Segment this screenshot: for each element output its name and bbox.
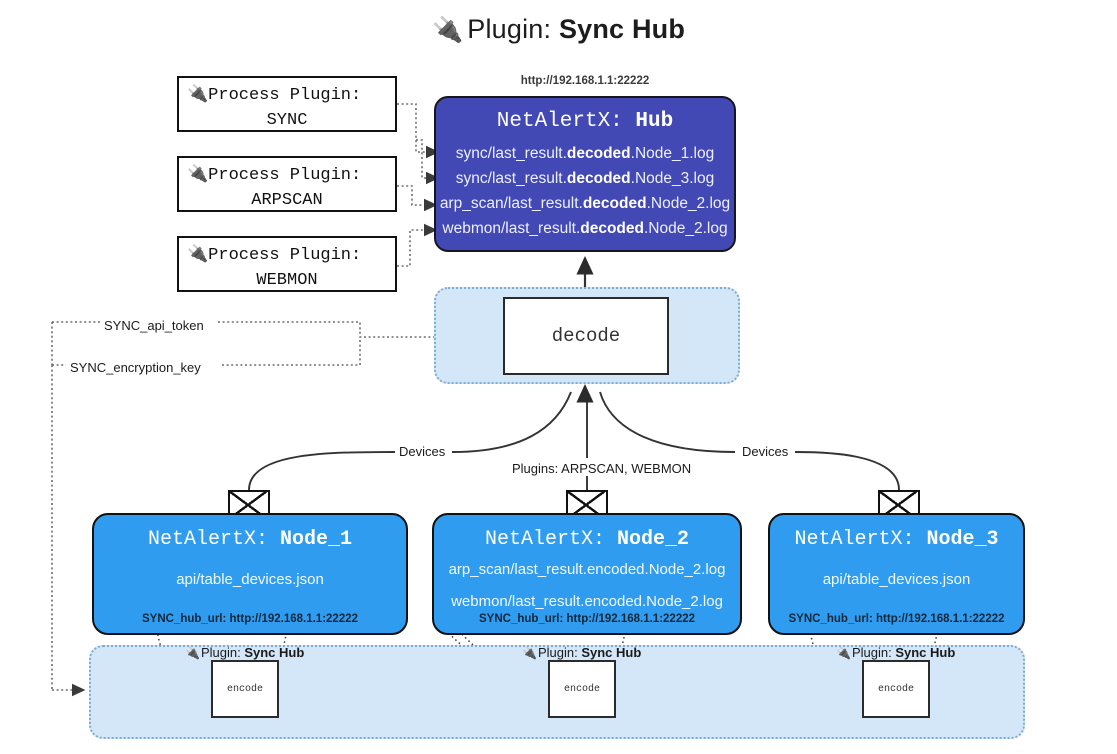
encode-box-3[interactable]: encode [862, 660, 930, 718]
edge-label-devices-left: Devices [395, 444, 450, 459]
process-plugin-sync-box[interactable]: 🔌Process Plugin: SYNC [177, 76, 397, 132]
process-plugin-sync-line1: 🔌Process Plugin: [187, 86, 362, 105]
encode-plugin-caption-2: 🔌Plugin: Sync Hub [522, 645, 642, 660]
process-plugin-arpscan-line1: 🔌Process Plugin: [187, 166, 362, 185]
encode-box-1[interactable]: encode [211, 660, 279, 718]
hub-url-label: http://192.168.1.1:22222 [520, 75, 650, 87]
encode-plugin-caption-3: 🔌Plugin: Sync Hub [836, 645, 956, 660]
process-plugin-webmon-line2: WEBMON [256, 270, 318, 290]
encode-plugin-caption-1: 🔌Plugin: Sync Hub [185, 645, 305, 660]
edge-label-plugins: Plugins: ARPSCAN, WEBMON [508, 461, 696, 476]
hub-log-line: sync/last_result.decoded.Node_3.log [455, 170, 715, 187]
page-title-name: Sync Hub [558, 14, 686, 44]
node-hub-url: SYNC_hub_url: http://192.168.1.1:22222 [788, 613, 1005, 625]
plug-icon: 🔌 [185, 646, 200, 660]
node-path: arp_scan/last_result.encoded.Node_2.log [448, 561, 726, 578]
hub-title-name: Hub [635, 110, 674, 133]
plug-icon: 🔌 [836, 646, 851, 660]
node-box-node-1[interactable]: NetAlertX: Node_1 api/table_devices.json… [92, 513, 408, 635]
node-box-node-2[interactable]: NetAlertX: Node_2 arp_scan/last_result.e… [432, 513, 742, 635]
plug-icon: 🔌 [187, 246, 209, 265]
edge-label-encryption-key: SYNC_encryption_key [66, 360, 205, 375]
hub-log-line: arp_scan/last_result.decoded.Node_2.log [439, 195, 731, 212]
process-plugin-webmon-line1: 🔌Process Plugin: [187, 246, 362, 265]
plug-icon: 🔌 [187, 166, 209, 185]
edge-label-api-token: SYNC_api_token [100, 318, 208, 333]
node-hub-url: SYNC_hub_url: http://192.168.1.1:22222 [141, 613, 359, 625]
node-title: NetAlertX: Node_1 [147, 528, 353, 551]
plug-icon: 🔌 [187, 86, 209, 105]
process-plugin-webmon-box[interactable]: 🔌Process Plugin: WEBMON [177, 236, 397, 292]
node-path: webmon/last_result.encoded.Node_2.log [451, 593, 723, 610]
hub-title: NetAlertX: Hub [436, 110, 734, 133]
plug-icon: 🔌 [431, 16, 464, 44]
process-plugin-arpscan-box[interactable]: 🔌Process Plugin: ARPSCAN [177, 156, 397, 212]
edge-label-devices-right: Devices [738, 444, 793, 459]
node-hub-url: SYNC_hub_url: http://192.168.1.1:22222 [478, 613, 696, 625]
hub-box[interactable]: NetAlertX: Hub sync/last_result.decoded.… [434, 96, 736, 252]
node-path: api/table_devices.json [176, 571, 324, 588]
encode-box-2[interactable]: encode [548, 660, 616, 718]
process-plugin-arpscan-line2: ARPSCAN [251, 190, 323, 210]
page-title-prefix: Plugin: [467, 14, 552, 44]
hub-log-line: webmon/last_result.decoded.Node_2.log [442, 220, 728, 237]
node-title: NetAlertX: Node_2 [484, 528, 690, 551]
page-title: 🔌Plugin: Sync Hub [0, 14, 1117, 45]
plug-icon: 🔌 [522, 646, 537, 660]
node-path: api/table_devices.json [822, 571, 971, 588]
process-plugin-sync-line2: SYNC [266, 110, 308, 130]
node-title: NetAlertX: Node_3 [794, 528, 999, 551]
node-box-node-3[interactable]: NetAlertX: Node_3 api/table_devices.json… [768, 513, 1025, 635]
decode-box[interactable]: decode [503, 297, 669, 375]
hub-log-line: sync/last_result.decoded.Node_1.log [455, 145, 715, 162]
hub-title-prefix: NetAlertX: [496, 110, 623, 133]
